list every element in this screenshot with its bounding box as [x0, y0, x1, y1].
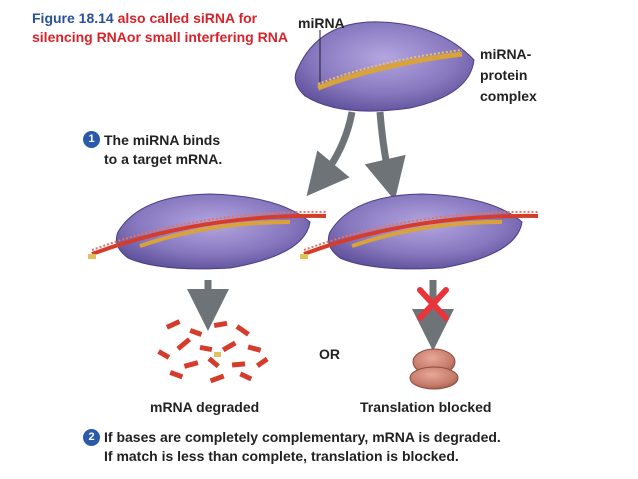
mrna-strand-right	[303, 213, 539, 256]
step-2-line1: If bases are completely complementary, m…	[104, 429, 501, 445]
complex-label-line3: complex	[480, 88, 537, 104]
step-1-line2: to a target mRNA.	[104, 151, 223, 167]
bound-complex-right	[300, 193, 539, 270]
mrna-strand-left	[91, 213, 327, 256]
mirna-label: miRNA	[298, 15, 345, 31]
mrna-cap-left	[88, 254, 96, 259]
mirna-protein-complex-top	[294, 21, 475, 112]
mrna-degraded-label: mRNA degraded	[150, 399, 260, 415]
arrow-right	[364, 111, 406, 201]
step-2-text: If bases are completely complementary, m…	[104, 428, 501, 466]
complex-label-line2: protein	[480, 67, 528, 83]
binding-arrows	[306, 111, 406, 201]
figure-caption: also called siRNA for silencing RNAor sm…	[32, 10, 288, 45]
mirna-strand-left	[139, 220, 291, 248]
bound-complex-left	[88, 193, 327, 270]
figure-number: Figure 18.14	[32, 10, 114, 26]
step-1-line1: The miRNA binds	[104, 132, 221, 148]
translation-blocked-label: Translation blocked	[360, 399, 492, 415]
ribosome	[409, 348, 459, 390]
figure-title: Figure 18.14 also called siRNA for silen…	[32, 9, 302, 47]
block-x-icon	[417, 287, 449, 321]
step-1-badge: 1	[83, 131, 100, 148]
mrna-fragments	[157, 319, 269, 384]
step-2-badge: 2	[83, 429, 100, 446]
or-label: OR	[319, 346, 340, 362]
mirna-strand-right	[351, 220, 503, 248]
complex-label: miRNA- protein complex	[480, 44, 537, 107]
mirna-strand-top	[317, 51, 463, 91]
step-1-text: The miRNA binds to a target mRNA.	[104, 131, 222, 169]
complex-label-line1: miRNA-	[480, 46, 532, 62]
arrow-left	[306, 111, 356, 197]
mrna-cap-right	[300, 254, 308, 259]
step-2-line2: If match is less than complete, translat…	[104, 448, 459, 464]
